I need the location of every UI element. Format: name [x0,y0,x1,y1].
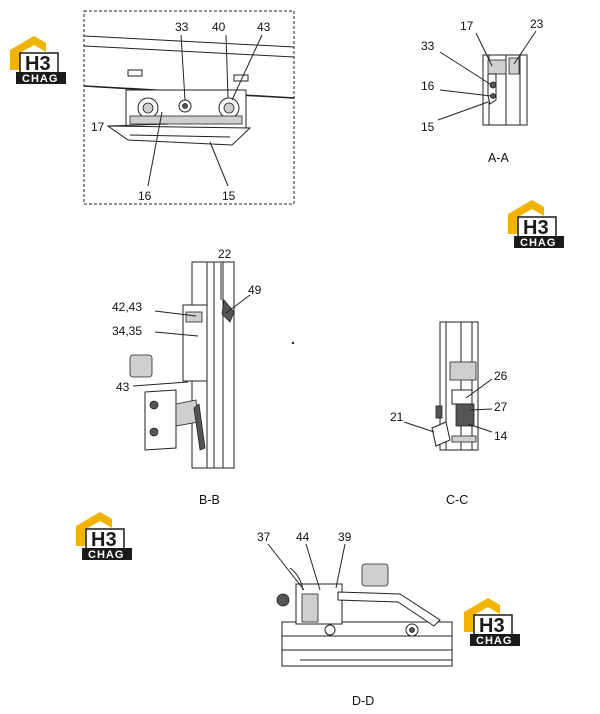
callout-23: 23 [530,17,544,31]
callout-40: 40 [212,20,226,34]
logo-word-text: CHAG [520,237,556,249]
section-cc-callouts: 26 27 21 14 C-C [390,369,508,507]
callout-43: 43 [116,380,130,394]
section-aa-callouts: 17 23 33 16 15 A-A [421,17,544,165]
callout-42-43: 42,43 [112,300,142,314]
stray-dot [291,341,295,345]
callout-14: 14 [494,429,508,443]
callout-15: 15 [222,189,236,203]
section-bb-view [129,261,235,469]
logo-word-text: CHAG [22,73,58,85]
section-bb-callouts: 22 49 42,43 34,35 43 B-B [112,247,262,507]
section-aa-view [482,54,528,126]
callout-22: 22 [218,247,232,261]
brand-logo: H3 CHAG [75,511,133,561]
callout-44: 44 [296,530,310,544]
section-title-dd: D-D [352,694,374,708]
callout-16: 16 [421,79,435,93]
logo-mark-text: H3 [523,217,549,239]
callout-33: 33 [421,39,435,53]
brand-logo: H3 CHAG [463,597,521,647]
callout-17: 17 [460,19,474,33]
section-title-bb: B-B [199,493,220,507]
section-cc-view [431,321,479,451]
logo-word-text: CHAG [476,635,512,647]
callout-33: 33 [175,20,189,34]
callout-34-35: 34,35 [112,324,142,338]
top-detail-view [83,10,295,205]
logo-mark-text: H3 [479,615,505,637]
section-title-cc: C-C [446,493,468,507]
callout-27: 27 [494,400,508,414]
callout-49: 49 [248,283,262,297]
callout-21: 21 [390,410,404,424]
logo-word-text: CHAG [88,549,124,561]
section-dd-view [276,563,453,667]
logo-mark-text: H3 [91,529,117,551]
logo-mark-text: H3 [25,53,51,75]
callout-17: 17 [91,120,105,134]
top-detail-callouts: 33 40 43 17 16 15 [91,20,271,203]
brand-logo: H3 CHAG [9,35,67,85]
callout-16: 16 [138,189,152,203]
callout-26: 26 [494,369,508,383]
brand-logo: H3 CHAG [507,199,565,249]
section-title-aa: A-A [488,151,510,165]
section-dd-callouts: 37 44 39 D-D [257,530,374,708]
callout-43: 43 [257,20,271,34]
callout-37: 37 [257,530,271,544]
callout-39: 39 [338,530,352,544]
callout-15: 15 [421,120,435,134]
